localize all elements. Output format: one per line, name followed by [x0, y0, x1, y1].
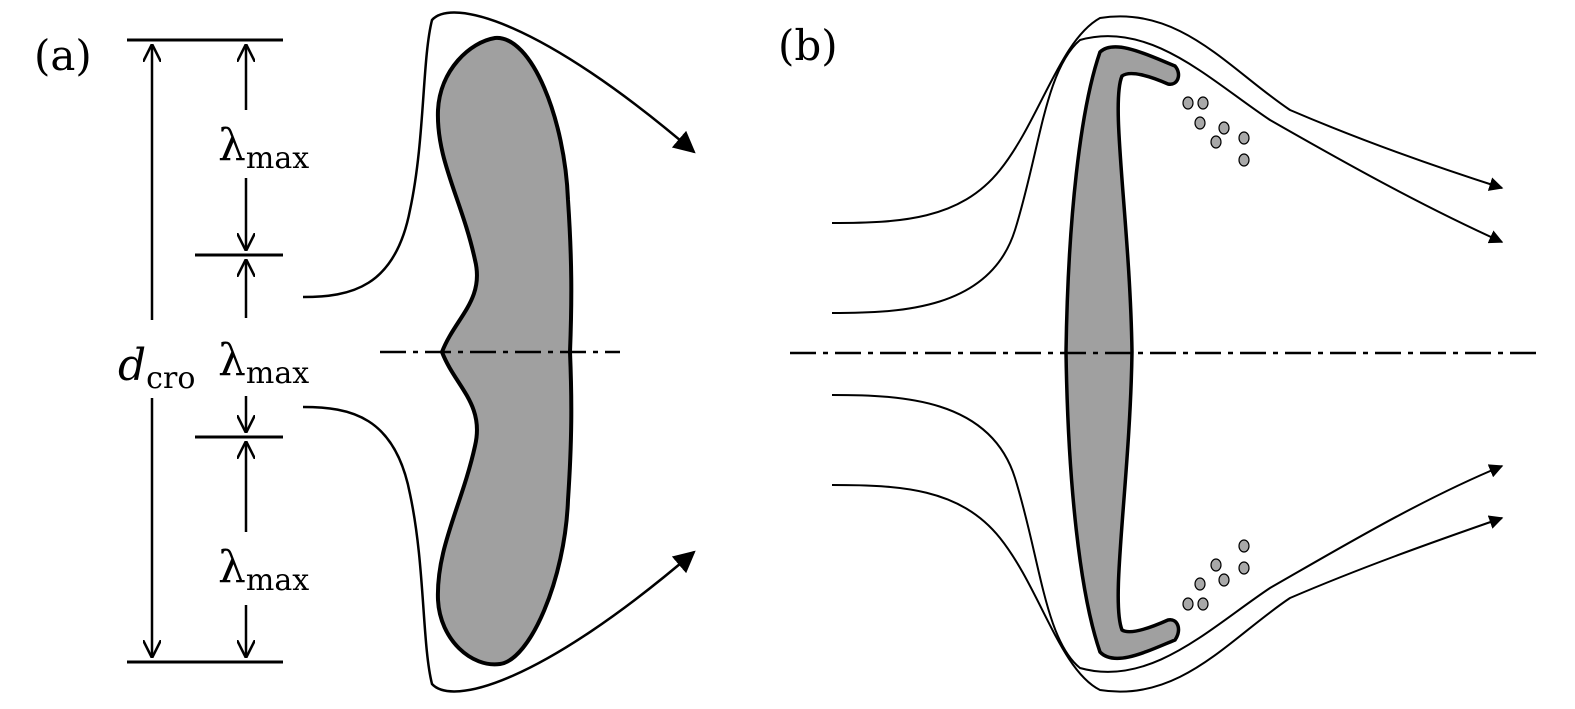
dcro-label: dcro: [118, 340, 195, 396]
panel-a: (a) λmax λmax λmax: [34, 11, 696, 693]
streamline-b-outer-upper: [831, 15, 1504, 224]
lambda-label-bottom: λmax: [218, 542, 309, 598]
streamline-b-inner-upper: [831, 35, 1504, 314]
panel-b-label: (b): [778, 21, 838, 70]
streamline-a-lower: [302, 405, 696, 693]
dimension-scale: [127, 38, 283, 664]
streamline-b-inner-lower: [831, 394, 1504, 673]
streamlines-b: [831, 15, 1504, 693]
lambda-label-middle: λmax: [218, 335, 309, 391]
streamline-a-upper: [302, 11, 696, 299]
shed-droplets-lower: [1182, 539, 1250, 611]
streamline-b-outer-lower: [831, 484, 1504, 693]
lambda-label-top: λmax: [218, 120, 309, 176]
shed-droplets-upper: [1182, 96, 1250, 167]
panel-a-label: (a): [34, 31, 92, 80]
panel-b: (b): [778, 15, 1540, 693]
